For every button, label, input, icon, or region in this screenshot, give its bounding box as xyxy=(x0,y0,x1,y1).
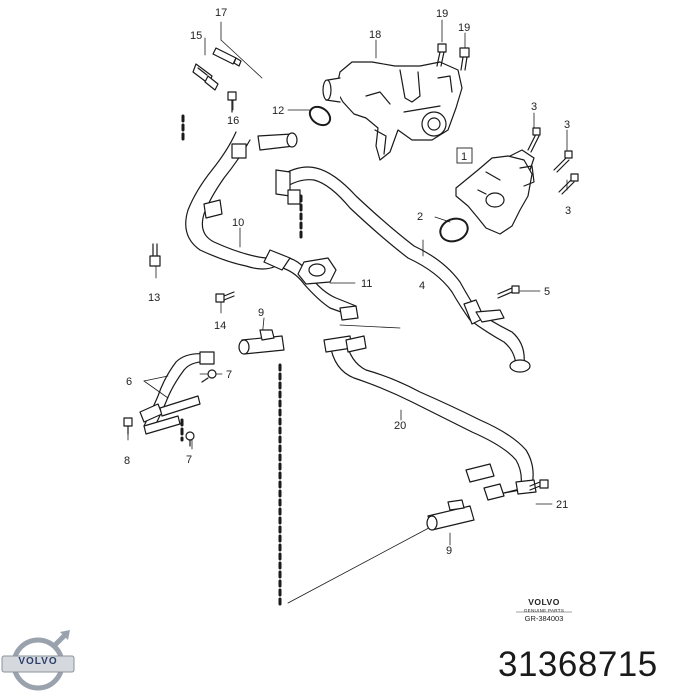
part-number: 31368715 xyxy=(498,645,658,684)
callout-3a: 3 xyxy=(531,101,537,113)
bolt-part-3c xyxy=(558,173,579,195)
callout-14: 14 xyxy=(214,320,226,332)
callout-13: 13 xyxy=(148,292,160,304)
callout-19b: 19 xyxy=(458,22,470,34)
bolt-part-3a xyxy=(527,127,541,153)
callout-9a: 9 xyxy=(258,307,264,319)
callout-7a: 7 xyxy=(226,369,232,381)
callout-10: 10 xyxy=(232,217,244,229)
gasket-part-11 xyxy=(297,257,337,285)
callout-18: 18 xyxy=(369,29,381,41)
callout-9b: 9 xyxy=(446,545,452,557)
stamp-subtitle: GENUINE PARTS xyxy=(523,608,565,613)
bolt-part-21 xyxy=(529,479,549,491)
bolt-part-8 xyxy=(123,417,133,435)
bolt-part-5 xyxy=(497,285,520,299)
thermostat-housing-part-1 xyxy=(455,149,535,235)
clip-part-7a xyxy=(201,369,217,383)
callout-15: 15 xyxy=(190,30,202,42)
sensor-part-15 xyxy=(192,63,219,91)
callout-3c: 3 xyxy=(565,205,571,217)
bolt-part-19a xyxy=(436,43,447,67)
callout-2: 2 xyxy=(417,211,423,223)
gasket-part-2 xyxy=(439,217,469,243)
bolt-part-19b xyxy=(459,47,470,71)
bolt-part-3b xyxy=(553,150,573,173)
hose-part-6 xyxy=(139,351,215,435)
callout-12: 12 xyxy=(272,105,284,117)
callout-20: 20 xyxy=(394,420,406,432)
callout-box-1 xyxy=(456,147,473,164)
logo-wordmark: VOLVO xyxy=(18,656,58,667)
callout-17: 17 xyxy=(215,7,227,19)
bolt-part-14 xyxy=(215,291,235,303)
callout-21: 21 xyxy=(556,499,568,511)
callout-16: 16 xyxy=(227,115,239,127)
plug-part-17 xyxy=(212,47,242,67)
bolt-part-13 xyxy=(149,243,161,267)
clamp-part-9b xyxy=(426,499,475,531)
callout-6: 6 xyxy=(126,376,132,388)
water-pump-part-18 xyxy=(322,61,463,161)
o-ring-part-12 xyxy=(308,105,332,127)
stamp-brand: VOLVO xyxy=(528,597,560,607)
callout-7b: 7 xyxy=(186,454,192,466)
callout-11: 11 xyxy=(361,278,372,290)
hose-part-20 xyxy=(323,335,537,501)
callout-4: 4 xyxy=(419,280,425,292)
clamp-part-9a xyxy=(238,329,285,355)
callout-labels: 17 15 18 19 19 12 16 3 3 3 1 2 10 4 11 5… xyxy=(124,7,571,557)
hose-part-10 xyxy=(185,131,359,321)
dashed-group-lines xyxy=(180,114,303,607)
callout-5: 5 xyxy=(544,286,550,298)
clip-part-7b xyxy=(185,431,195,447)
hose-part-4 xyxy=(275,166,531,373)
callout-1: 1 xyxy=(461,151,467,163)
bolt-part-16 xyxy=(227,91,237,113)
volvo-logo-icon xyxy=(1,630,75,691)
callout-19a: 19 xyxy=(436,8,448,20)
callout-8: 8 xyxy=(124,455,130,467)
callout-3b: 3 xyxy=(564,119,570,131)
stamp-code: GR-384003 xyxy=(524,614,564,623)
